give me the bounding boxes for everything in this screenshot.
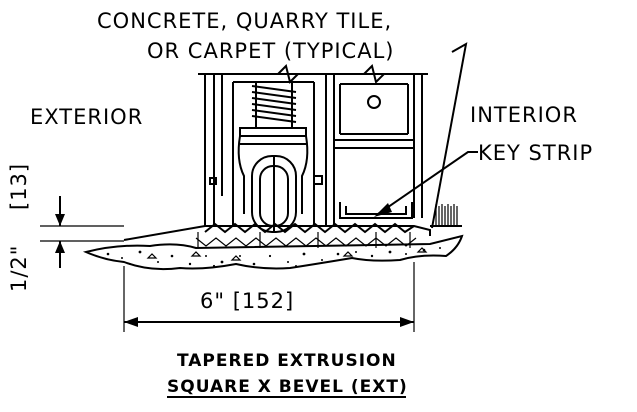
key-strip-leader bbox=[377, 151, 478, 215]
key-strip bbox=[339, 202, 413, 219]
spring-coil bbox=[251, 85, 297, 123]
dimension-13mm-label: [13] bbox=[7, 163, 31, 210]
interior-label: INTERIOR bbox=[470, 103, 578, 127]
dimension-half-inch-label: 1/2" bbox=[7, 245, 31, 292]
key-strip-label: KEY STRIP bbox=[478, 141, 593, 165]
exterior-label: EXTERIOR bbox=[30, 105, 143, 129]
caption-line-2: SQUARE X BEVEL (EXT) bbox=[167, 377, 408, 397]
door-jamb-assembly bbox=[198, 64, 428, 233]
vertical-dimension bbox=[40, 196, 124, 268]
caption-line-1: TAPERED EXTRUSION bbox=[177, 351, 397, 371]
concrete-slab bbox=[82, 234, 464, 271]
horizontal-dimension bbox=[123, 262, 415, 332]
top-label-line-1: CONCRETE, QUARRY TILE, bbox=[97, 9, 392, 33]
typical-leader bbox=[431, 42, 468, 229]
dimension-width-label: 6" [152] bbox=[200, 289, 294, 313]
top-label-line-2: OR CARPET (TYPICAL) bbox=[147, 39, 394, 63]
carpet-hatch bbox=[430, 204, 462, 227]
concrete-stipple bbox=[106, 247, 441, 268]
